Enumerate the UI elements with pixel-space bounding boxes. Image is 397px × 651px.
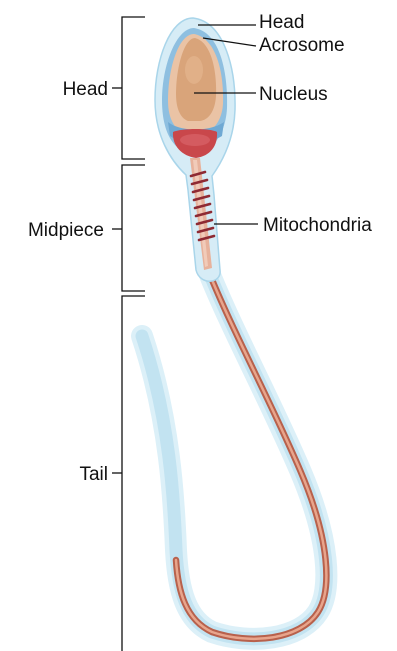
- neck-highlight: [180, 134, 210, 146]
- label-left-midpiece: Midpiece: [28, 220, 104, 241]
- label-right-head: Head: [259, 12, 304, 33]
- label-right-mitochondria: Mitochondria: [263, 215, 372, 236]
- head: [155, 18, 235, 281]
- midpiece-bracket: [122, 165, 145, 291]
- nucleus-highlight: [185, 56, 203, 84]
- label-right-nucleus: Nucleus: [259, 84, 328, 105]
- label-left-head: Head: [63, 79, 108, 100]
- tail-flagellum: [142, 270, 326, 639]
- label-right-acrosome: Acrosome: [259, 35, 345, 56]
- head-bracket: [122, 17, 145, 159]
- label-left-tail: Tail: [79, 464, 108, 485]
